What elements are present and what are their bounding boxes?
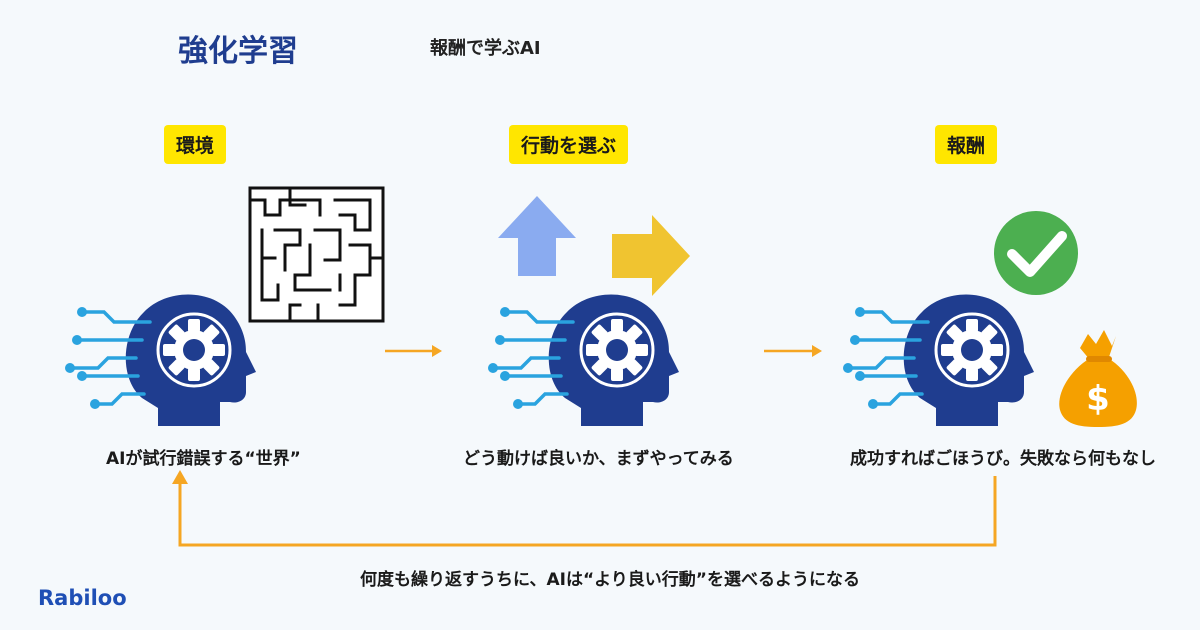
- step-caption-reward: 成功すればごほうび。失敗なら何もなし: [850, 449, 1156, 469]
- flow-arrows: [385, 345, 822, 357]
- money-bag-icon: $: [1059, 330, 1137, 427]
- brand-logo: Rabiloo: [38, 586, 127, 610]
- right-arrow-icon: [612, 215, 690, 296]
- up-arrow-icon: [498, 196, 576, 276]
- loop-caption: 何度も繰り返すうちに、AIは“より良い行動”を選べるようになる: [360, 570, 860, 590]
- ai-head-icon-environment: [63, 292, 258, 428]
- step-caption-environment: AIが試行錯誤する“世界”: [106, 449, 301, 469]
- step-caption-action: どう動けば良いか、まずやってみる: [463, 449, 734, 469]
- page-subtitle: 報酬で学ぶAI: [430, 38, 541, 59]
- ai-head-icon-action: [486, 292, 681, 428]
- ai-head-icon-reward: [841, 292, 1036, 428]
- maze-icon: [248, 186, 385, 323]
- step-label-action: 行動を選ぶ: [509, 125, 629, 164]
- page-title: 強化学習: [178, 34, 298, 69]
- money-symbol: $: [1086, 379, 1110, 419]
- step-label-environment: 環境: [164, 125, 227, 164]
- feedback-loop-arrow: [172, 470, 997, 547]
- step-label-reward: 報酬: [935, 125, 998, 164]
- check-icon: [994, 211, 1078, 295]
